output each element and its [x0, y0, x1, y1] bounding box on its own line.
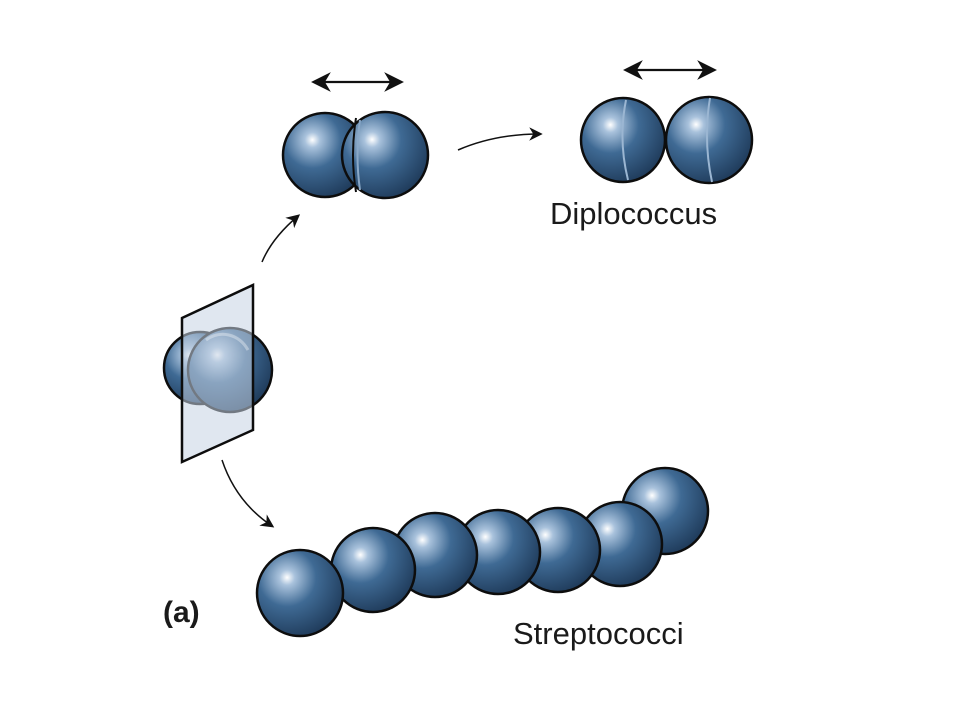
growth-arrow-icon — [457, 127, 543, 151]
streptococci-label: Streptococci — [513, 616, 684, 651]
chain-cell — [255, 548, 345, 638]
diplococcus-label: Diplococcus — [550, 196, 718, 231]
growth-arrow-icon — [261, 214, 301, 263]
single-coccus — [162, 283, 274, 464]
dividing-pair — [281, 110, 430, 200]
panel-label: (a) — [163, 596, 200, 629]
streptococci-chain — [255, 466, 710, 638]
diplococcus-cells — [579, 95, 754, 185]
growth-arrow-icon — [221, 459, 275, 528]
division-plane-icon — [180, 283, 255, 464]
